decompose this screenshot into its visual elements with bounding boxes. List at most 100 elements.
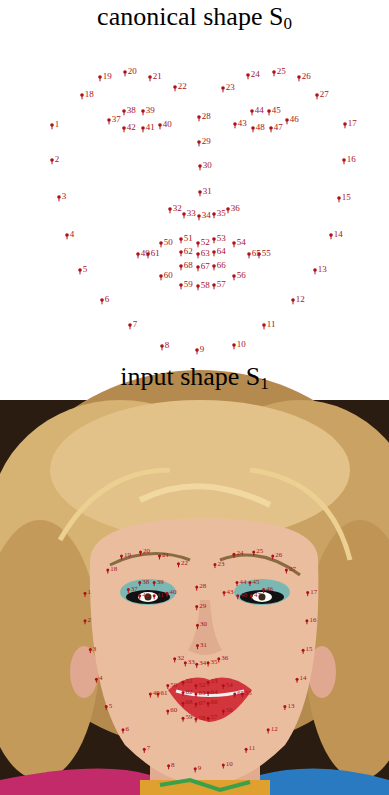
landmark-number: 26 [302, 72, 311, 81]
landmark-stem [139, 582, 140, 586]
landmark-stem [228, 209, 229, 213]
landmark-stem [80, 270, 81, 274]
landmark-number: 37 [112, 115, 121, 124]
landmark-stem [306, 621, 307, 625]
landmark-number: 42 [127, 123, 136, 132]
landmark-number: 58 [201, 281, 210, 290]
landmark-stem [235, 124, 236, 128]
landmark-number: 19 [103, 72, 112, 81]
landmark-stem [315, 270, 316, 274]
landmark-stem [107, 570, 108, 574]
landmark-number: 62 [184, 247, 193, 256]
landmark-number: 39 [157, 579, 164, 586]
landmark-number: 29 [199, 603, 206, 610]
landmark-number: 9 [198, 765, 202, 772]
landmark-number: 58 [198, 715, 205, 722]
landmark-stem [154, 582, 155, 586]
landmark-stem [144, 749, 145, 753]
landmark-number: 56 [237, 271, 246, 280]
landmark-stem [167, 593, 168, 597]
landmark-stem [150, 694, 151, 698]
landmark-number: 54 [237, 238, 246, 247]
landmark-number: 42 [142, 592, 149, 599]
landmark-stem [208, 692, 209, 696]
landmark-stem [198, 267, 199, 271]
landmark-stem [52, 160, 53, 164]
landmark-stem [160, 125, 161, 129]
landmark-number: 13 [287, 703, 294, 710]
landmark-stem [199, 142, 200, 146]
landmark-stem [130, 325, 131, 329]
landmark-stem [124, 111, 125, 115]
landmark-number: 2 [55, 155, 60, 164]
landmark-number: 5 [83, 265, 88, 274]
landmark-number: 32 [173, 204, 182, 213]
landmark-number: 12 [271, 726, 278, 733]
landmark-number: 48 [256, 123, 265, 132]
landmark-stem [167, 711, 168, 715]
landmark-stem [195, 704, 196, 708]
landmark-stem [297, 679, 298, 683]
landmark-number: 7 [133, 320, 138, 329]
landmark-stem [200, 192, 201, 196]
landmark-number: 50 [164, 238, 173, 247]
landmark-stem [195, 769, 196, 773]
landmark-number: 68 [184, 261, 193, 270]
landmark-number: 12 [296, 295, 305, 304]
landmark-number: 51 [186, 678, 193, 685]
landmark-stem [161, 243, 162, 247]
landmark-stem [150, 77, 151, 81]
landmark-stem [143, 128, 144, 132]
landmark-number: 1 [88, 589, 92, 596]
landmark-number: 8 [165, 341, 170, 350]
landmark-number: 23 [217, 561, 224, 568]
landmark-number: 55 [245, 690, 252, 697]
landmark-number: 35 [217, 209, 226, 218]
landmark-stem [208, 703, 209, 707]
landmark-stem [161, 276, 162, 280]
landmark-stem [263, 589, 264, 593]
landmark-stem [234, 694, 235, 698]
landmark-number: 38 [142, 579, 149, 586]
landmark-stem [96, 679, 97, 683]
landmark-stem [331, 235, 332, 239]
landmark-number: 62 [186, 689, 193, 696]
landmark-number: 23 [226, 83, 235, 92]
landmark-number: 31 [203, 187, 212, 196]
landmark-stem [198, 286, 199, 290]
landmark-number: 65 [237, 690, 244, 697]
landmark-number: 56 [226, 707, 233, 714]
landmark-number: 21 [162, 552, 169, 559]
landmark-stem [214, 239, 215, 243]
landmark-number: 28 [202, 112, 211, 121]
landmark-number: 10 [237, 340, 246, 349]
landmark-number: 9 [200, 345, 205, 354]
landmark-number: 8 [171, 762, 175, 769]
landmark-number: 11 [249, 745, 256, 752]
landmark-stem [125, 72, 126, 76]
landmark-number: 5 [109, 703, 113, 710]
landmark-number: 24 [251, 70, 260, 79]
landmark-stem [237, 596, 238, 600]
landmark-number: 22 [181, 560, 188, 567]
landmark-stem [85, 621, 86, 625]
landmark-number: 29 [202, 137, 211, 146]
landmark-number: 3 [93, 646, 97, 653]
landmark-number: 19 [124, 552, 131, 559]
landmark-stem [138, 254, 139, 258]
landmark-stem [223, 711, 224, 715]
landmark-stem [234, 243, 235, 247]
landmark-number: 33 [187, 209, 196, 218]
landmark-number: 33 [188, 659, 195, 666]
landmark-stem [183, 682, 184, 686]
landmark-stem [274, 72, 275, 76]
landmark-number: 14 [334, 230, 343, 239]
landmark-stem [181, 239, 182, 243]
landmark-stem [195, 719, 196, 723]
landmark-number: 20 [128, 67, 137, 76]
landmark-stem [344, 160, 345, 164]
landmark-number: 66 [217, 261, 226, 270]
landmark-stem [214, 214, 215, 218]
landmark-number: 6 [105, 295, 110, 304]
landmark-number: 40 [163, 120, 172, 129]
